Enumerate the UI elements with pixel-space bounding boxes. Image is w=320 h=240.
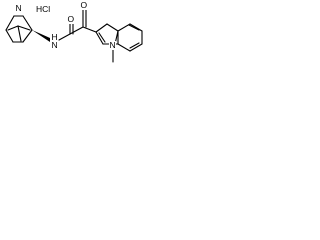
amide-nitrogen-label: N — [51, 40, 59, 50]
bond — [117, 23, 131, 32]
bond — [82, 26, 97, 33]
ketone-oxygen-label: O — [80, 0, 88, 10]
bond — [106, 23, 119, 32]
bond — [17, 25, 31, 31]
bond — [58, 33, 71, 41]
bond — [128, 24, 140, 31]
hcl-salt-label: HCl — [36, 4, 51, 14]
chemical-structure: HCl N H N O O N — [0, 0, 164, 79]
bond — [5, 15, 15, 31]
bond — [5, 29, 14, 43]
bond — [129, 23, 143, 32]
bond — [7, 25, 19, 31]
bond — [129, 43, 143, 52]
bond — [98, 32, 106, 43]
structure-bonds — [5, 9, 143, 63]
amide-hydrogen-label: H — [51, 32, 59, 42]
indole-nitrogen-label: N — [109, 40, 117, 50]
quinuclidine-nitrogen-label: N — [15, 3, 23, 13]
stereo-wedge-bond — [32, 30, 50, 42]
glyoxamide-linker — [58, 9, 97, 41]
bond — [22, 15, 33, 31]
amide-oxygen-label: O — [67, 14, 75, 24]
bond — [17, 25, 22, 42]
quinuclidine-cage — [5, 15, 33, 43]
bond — [95, 23, 108, 33]
bond — [117, 43, 131, 52]
indole-ring — [95, 23, 143, 52]
bond — [69, 26, 84, 35]
bond — [22, 29, 33, 43]
bond — [129, 42, 140, 49]
bond — [95, 31, 104, 45]
